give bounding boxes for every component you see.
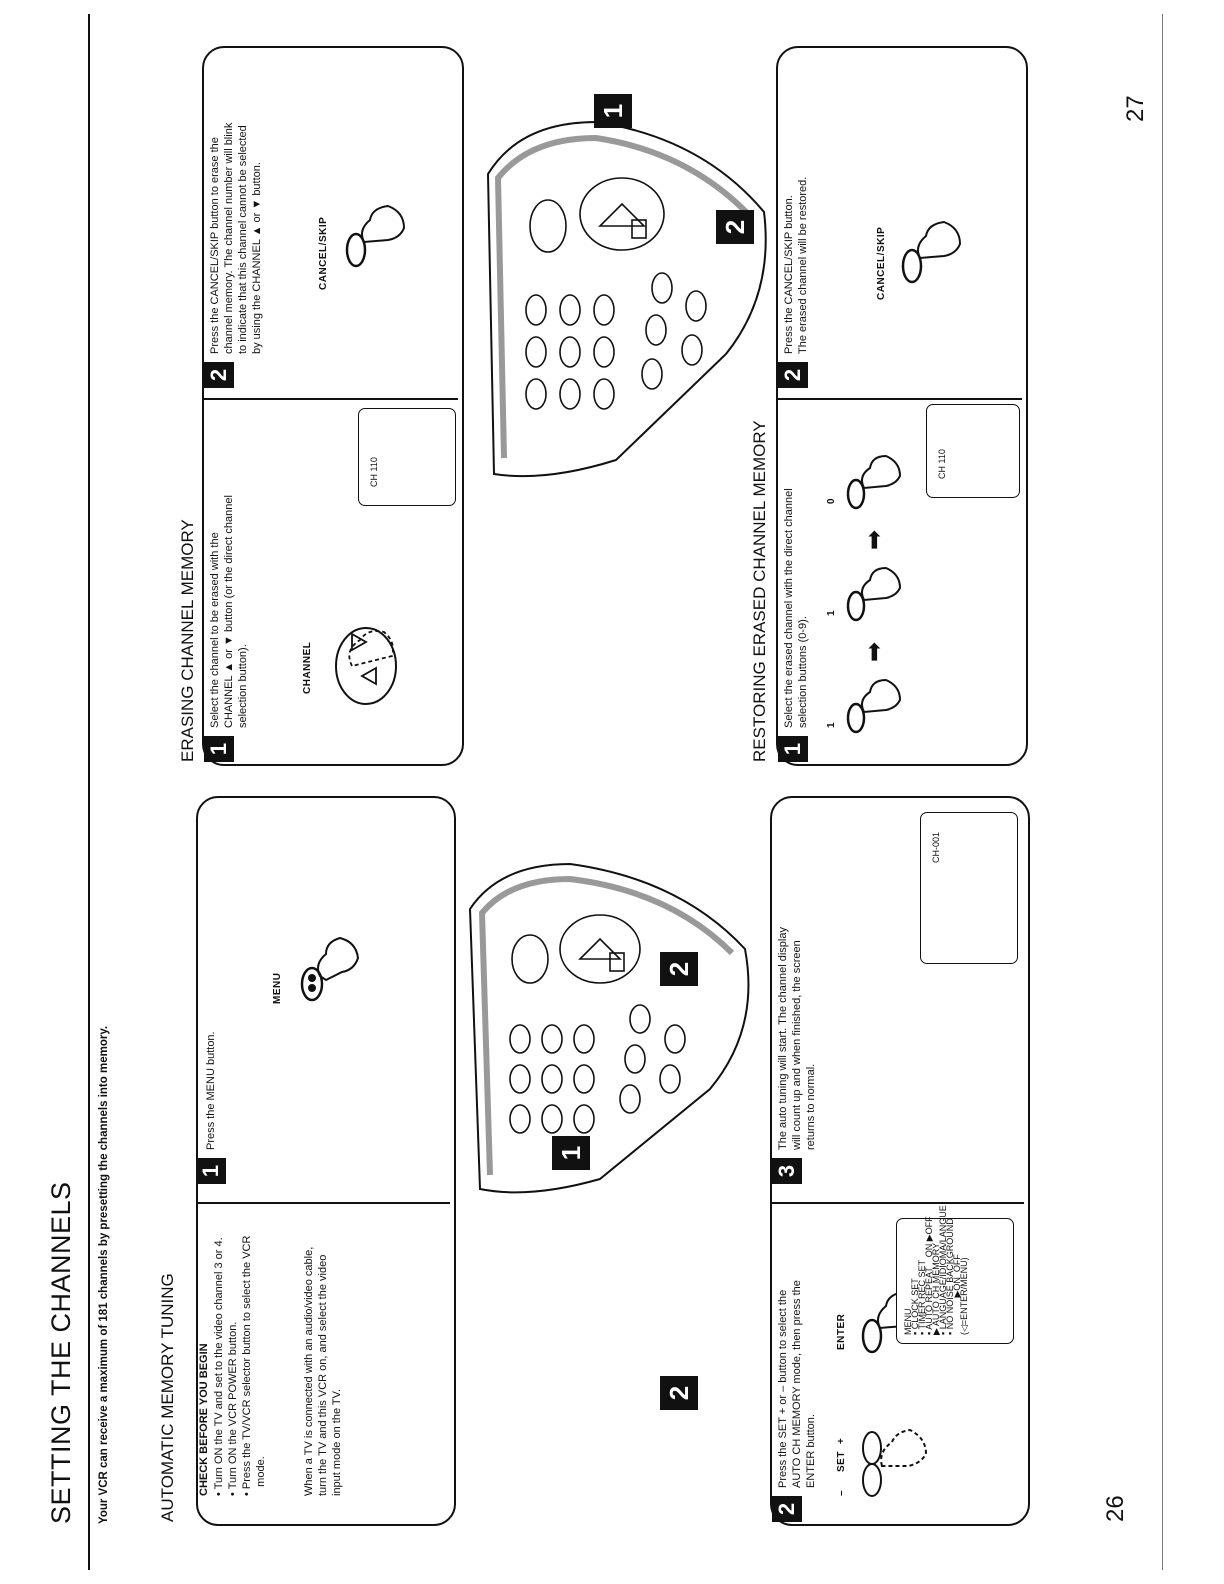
auto-step3-line2: will count up and when finished, the scr… bbox=[791, 940, 803, 1150]
auto-heading: AUTOMATIC MEMORY TUNING bbox=[158, 1273, 177, 1522]
auto-step1-number: 1 bbox=[196, 1158, 226, 1184]
auto-step3-line3: returns to normal. bbox=[805, 1063, 817, 1150]
menu-label: MENU bbox=[272, 972, 283, 1004]
restore-step1-screen: CH 110 bbox=[926, 404, 1020, 498]
check-item-2: • Turn ON the VCR POWER button. bbox=[227, 1321, 239, 1496]
auto-step2-line2: AUTO CH MEMORY mode, then press the bbox=[791, 1280, 803, 1488]
hand-press-menu-icon bbox=[300, 936, 360, 1002]
restore-cancel-skip-label: CANCEL/SKIP bbox=[876, 226, 887, 300]
page-number-right: 27 bbox=[1122, 95, 1149, 122]
auto-step3-screen-text: CH-001 bbox=[931, 831, 941, 863]
hand-press-digit-2-icon bbox=[846, 566, 902, 622]
check-title: CHECK BEFORE YOU BEGIN bbox=[198, 1343, 210, 1496]
erase-step2-number: 2 bbox=[204, 362, 234, 388]
restore-step2-line1: Press the CANCEL/SKIP button. bbox=[783, 195, 795, 354]
auto-step2-line1: Press the SET + or – button to select th… bbox=[777, 1289, 789, 1488]
erase-divider bbox=[204, 398, 458, 400]
erase-step1-screen-text: CH 110 bbox=[369, 457, 379, 487]
erase-step2-line1: Press the CANCEL/SKIP button to erase th… bbox=[209, 137, 221, 354]
set-label: SET bbox=[836, 1451, 847, 1472]
erase-callout-2: 2 bbox=[716, 210, 754, 244]
auto-step2-number: 2 bbox=[772, 1496, 802, 1522]
remote-control-illustration-2 bbox=[486, 120, 767, 478]
hand-press-cancel-skip-icon bbox=[345, 204, 406, 268]
erase-heading: ERASING CHANNEL MEMORY bbox=[178, 519, 197, 762]
auto-callout-1: 1 bbox=[552, 1136, 590, 1170]
page-number-left: 26 bbox=[1102, 1495, 1129, 1522]
auto-callout-2a: 2 bbox=[660, 952, 698, 986]
digit-2-label: 1 bbox=[826, 609, 837, 616]
remote-control-illustration bbox=[468, 862, 750, 1194]
restore-divider bbox=[778, 398, 1022, 400]
restore-heading: RESTORING ERASED CHANNEL MEMORY bbox=[750, 420, 769, 762]
hand-press-set-icon bbox=[862, 1428, 928, 1497]
hand-press-digit-1-icon bbox=[846, 678, 902, 734]
restore-step2-number: 2 bbox=[778, 362, 808, 388]
erase-step1-line2: CHANNEL ▲ or ▼ button (or the direct cha… bbox=[223, 495, 235, 728]
auto-step3-number: 3 bbox=[772, 1158, 802, 1184]
restore-step1-line2: selection buttons (0-9). bbox=[797, 616, 809, 728]
enter-label: ENTER bbox=[836, 1313, 847, 1350]
restore-step1-number: 1 bbox=[778, 736, 808, 762]
hand-press-channel-icon bbox=[335, 627, 397, 705]
restore-step1-screen-text: CH 110 bbox=[937, 449, 947, 479]
intro-text: Your VCR can receive a maximum of 181 ch… bbox=[98, 1025, 110, 1524]
spine-rule bbox=[1162, 14, 1163, 1570]
digit-3-label: 0 bbox=[826, 497, 837, 504]
set-minus-label: – bbox=[836, 1489, 847, 1496]
auto-step1-text: Press the MENU button. bbox=[205, 1031, 217, 1150]
erase-step2-line4: by using the CHANNEL ▲ or ▼ button. bbox=[251, 162, 263, 354]
auto-step2-line3: ENTER button. bbox=[805, 1414, 817, 1488]
auto-top-divider bbox=[198, 1202, 450, 1204]
set-plus-label: + bbox=[836, 1437, 847, 1444]
av-note-3: input mode on the TV. bbox=[331, 1388, 343, 1496]
cancel-skip-label: CANCEL/SKIP bbox=[318, 216, 329, 290]
auto-step3-line1: The auto tuning will start. The channel … bbox=[777, 927, 789, 1150]
erase-step1-line1: Select the channel to be erased with the bbox=[209, 532, 221, 728]
check-item-3: • Press the TV/VCR selector button to se… bbox=[241, 1235, 253, 1496]
digit-1-label: 1 bbox=[826, 721, 837, 728]
erase-callout-1: 1 bbox=[594, 94, 632, 128]
page-title: SETTING THE CHANNELS bbox=[46, 1181, 76, 1524]
check-item-1: • Turn ON the TV and set to the video ch… bbox=[213, 1237, 225, 1496]
auto-callout-2b: 2 bbox=[660, 1376, 698, 1410]
restore-step1-line1: Select the erased channel with the direc… bbox=[783, 488, 795, 728]
erase-step1-line3: selection button). bbox=[237, 644, 249, 728]
av-note-2: turn the TV and this VCR on, and select … bbox=[317, 1254, 329, 1496]
auto-bottom-divider bbox=[772, 1202, 1024, 1204]
restore-step2-line2: The erased channel will be restored. bbox=[797, 176, 809, 354]
auto-step3-screen: CH-001 bbox=[920, 812, 1018, 964]
arrow-right-1-icon: ➡ bbox=[861, 641, 888, 662]
title-rule bbox=[88, 14, 90, 1570]
erase-step1-screen: CH 110 bbox=[358, 408, 456, 506]
menu-screen: MENU ▪ CLOCK SET ▪ TIMER REC SET ▪ AUTO … bbox=[896, 1205, 1014, 1344]
hand-press-restore-cancel-skip-icon bbox=[901, 220, 962, 284]
channel-label: CHANNEL bbox=[302, 641, 313, 694]
av-note-1: When a TV is connected with an audio/vid… bbox=[303, 1246, 315, 1496]
erase-step2-line3: to indicate that this channel cannot be … bbox=[237, 125, 249, 354]
hand-press-digit-0-icon bbox=[846, 454, 902, 510]
menu-screen-text: MENU ▪ CLOCK SET ▪ TIMER REC SET ▪ AUTO … bbox=[903, 1205, 969, 1335]
arrow-right-2-icon: ➡ bbox=[861, 529, 888, 550]
check-item-4: mode. bbox=[255, 1456, 267, 1496]
erase-step2-line2: channel memory. The channel number will … bbox=[223, 122, 235, 354]
erase-step1-number: 1 bbox=[204, 736, 234, 762]
